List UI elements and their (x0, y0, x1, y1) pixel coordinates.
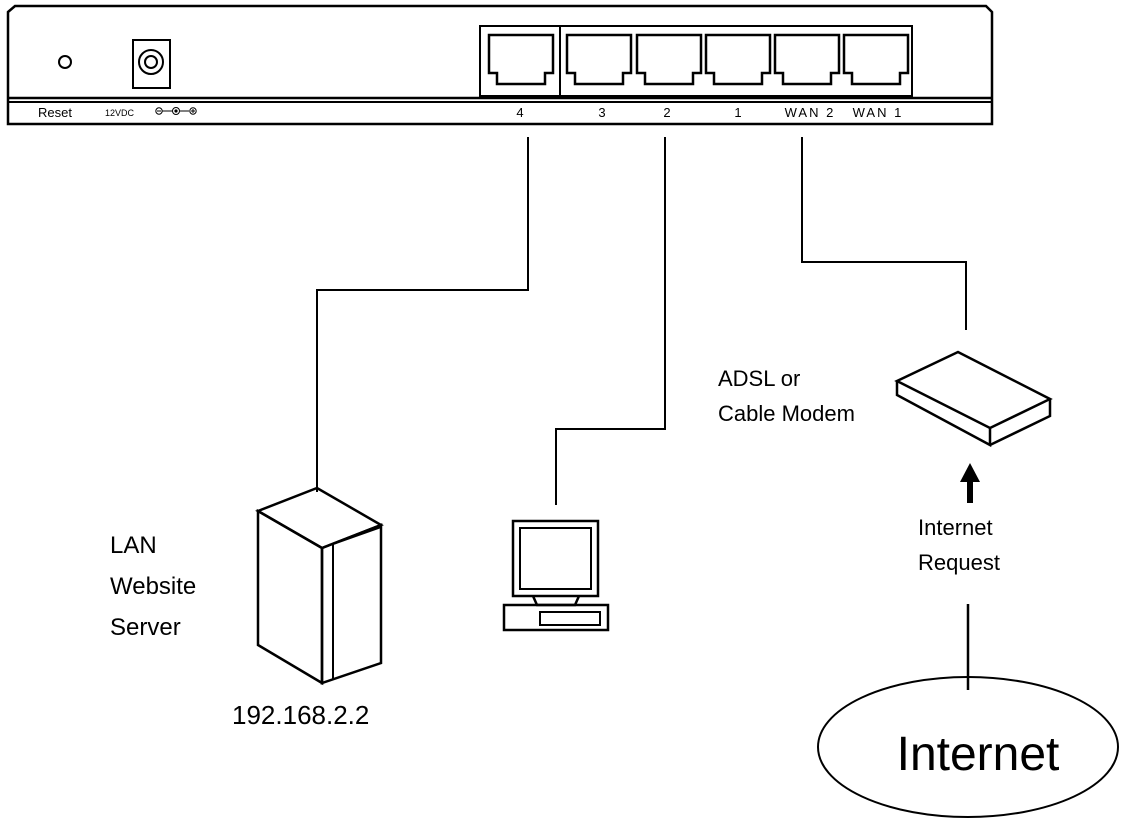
router-back-panel: Reset 12VDC 4 3 2 1 WAN 2 WAN 1 (6, 4, 994, 126)
server-ip-label: 192.168.2.2 (232, 700, 369, 730)
port-label-4: 4 (516, 105, 523, 120)
polarity-icon (155, 107, 197, 115)
request-label-line-1: Internet (918, 515, 993, 540)
port-wan1 (842, 33, 910, 86)
server-label-line-3: Server (110, 614, 181, 641)
rj45-ports (487, 33, 910, 86)
port-label-2: 2 (663, 105, 670, 120)
server-label-line-1: LAN (110, 532, 157, 559)
cables (316, 137, 970, 690)
server-label: LAN Website Server (110, 532, 196, 641)
up-arrow-icon (960, 463, 980, 503)
server-icon (255, 486, 384, 686)
cable-port4-to-server (316, 137, 529, 492)
modem-icon (894, 350, 1053, 448)
internet-request-label: Internet Request (918, 515, 1000, 575)
port-label-wan1: WAN 1 (853, 105, 904, 120)
reset-button (58, 55, 72, 69)
power-jack (132, 39, 171, 89)
internet-ellipse (817, 676, 1119, 818)
port-label-wan2: WAN 2 (785, 105, 836, 120)
modem-label-line-2: Cable Modem (718, 401, 855, 426)
modem-label: ADSL or Cable Modem (718, 366, 855, 426)
reset-label: Reset (38, 105, 72, 120)
port-3 (565, 33, 633, 86)
cable-wan2-to-modem (801, 137, 967, 330)
modem-label-line-1: ADSL or (718, 366, 800, 391)
cable-port2-to-pc (555, 137, 666, 505)
request-label-line-2: Request (918, 550, 1000, 575)
port-label-3: 3 (598, 105, 605, 120)
port-1 (704, 33, 772, 86)
port-4 (487, 33, 555, 86)
power-label: 12VDC (105, 108, 135, 118)
port-wan2 (773, 33, 841, 86)
server-label-line-2: Website (110, 573, 196, 600)
desktop-pc-icon (502, 519, 610, 632)
port-2 (635, 33, 703, 86)
internet-label: Internet (897, 728, 1060, 781)
port-label-1: 1 (734, 105, 741, 120)
